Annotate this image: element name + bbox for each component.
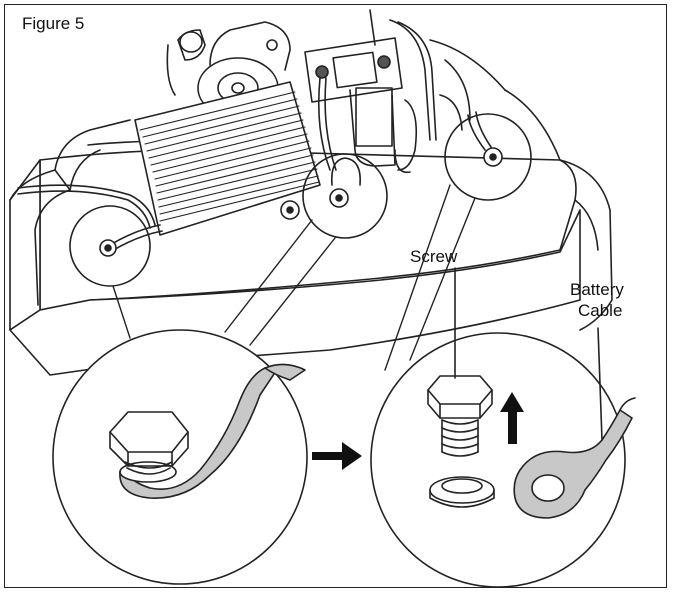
- zoom-circle-disassembled: [370, 267, 636, 588]
- right-arrow-icon: [312, 442, 362, 470]
- terminal-middle: [280, 200, 300, 220]
- terminal-left: [99, 239, 117, 257]
- battery-cable-label-line2: Cable: [578, 301, 623, 320]
- zoom-circle-assembled: [52, 329, 308, 585]
- highlight-circles: [69, 113, 532, 287]
- figure-frame: [4, 4, 667, 588]
- terminal-center: [329, 157, 362, 208]
- screw-part: [427, 375, 493, 457]
- zoom-connector-lines: [112, 184, 476, 371]
- terminal-right: [467, 111, 503, 167]
- up-arrow-icon: [500, 392, 524, 444]
- relay-assembly: [304, 9, 471, 174]
- figure-title: Figure 5: [22, 14, 85, 33]
- battery-cable-label-line1: Battery: [570, 280, 624, 299]
- battery-cable-part: [513, 397, 636, 519]
- washer-part: [429, 476, 495, 508]
- screw-label: Screw: [410, 247, 458, 266]
- cable-leader-line: [597, 327, 603, 441]
- controller-heatsink: [134, 81, 321, 236]
